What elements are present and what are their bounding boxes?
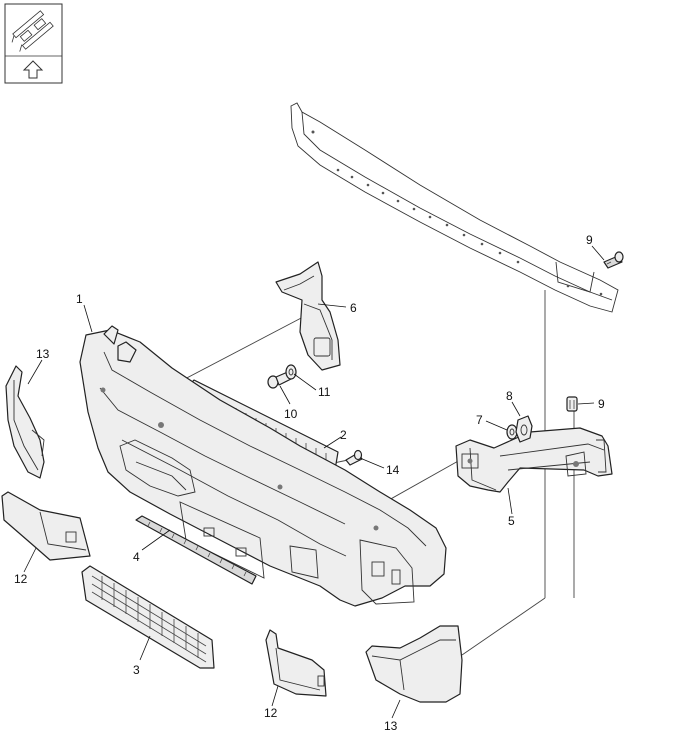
bolt-14 (345, 449, 363, 466)
callout-14: 14 (386, 463, 400, 477)
callout-13-right: 13 (384, 719, 398, 733)
washer-11 (285, 364, 297, 380)
mounting-bracket-upper (275, 261, 341, 371)
end-cap-left (5, 365, 45, 479)
callout-6: 6 (350, 301, 357, 315)
callout-12-right: 12 (264, 706, 278, 720)
bumper-main (79, 325, 447, 607)
callout-4: 4 (133, 550, 140, 564)
nut-8 (515, 415, 533, 443)
callout-12-left: 12 (14, 572, 28, 586)
bolt-bracket (566, 396, 578, 412)
cross-member (290, 102, 619, 313)
callout-11: 11 (318, 385, 331, 399)
callout-9-bracket: 9 (598, 397, 605, 411)
lower-grille-panel (81, 565, 215, 669)
end-bracket-right (265, 629, 327, 697)
bumper-mount-arm (455, 427, 613, 493)
callout-8: 8 (506, 389, 513, 403)
bolt-10 (267, 370, 294, 389)
end-bracket-left (1, 491, 91, 561)
leader-lines (23, 245, 605, 719)
callout-7: 7 (476, 413, 483, 427)
callout-5: 5 (508, 514, 515, 528)
callout-13-left: 13 (36, 347, 50, 361)
callout-9-top: 9 (586, 233, 593, 247)
callout-10: 10 (284, 407, 298, 421)
callout-3: 3 (133, 663, 140, 677)
vehicle-orientation-icon (4, 3, 63, 84)
bolt-top-right (603, 251, 624, 269)
callout-1: 1 (76, 292, 83, 306)
callout-labels: 1 2 3 4 5 6 7 8 9 9 10 11 12 12 13 13 14 (14, 233, 605, 733)
up-arrow-icon (22, 60, 44, 79)
end-cap-right (365, 625, 463, 703)
callout-2: 2 (340, 428, 347, 442)
